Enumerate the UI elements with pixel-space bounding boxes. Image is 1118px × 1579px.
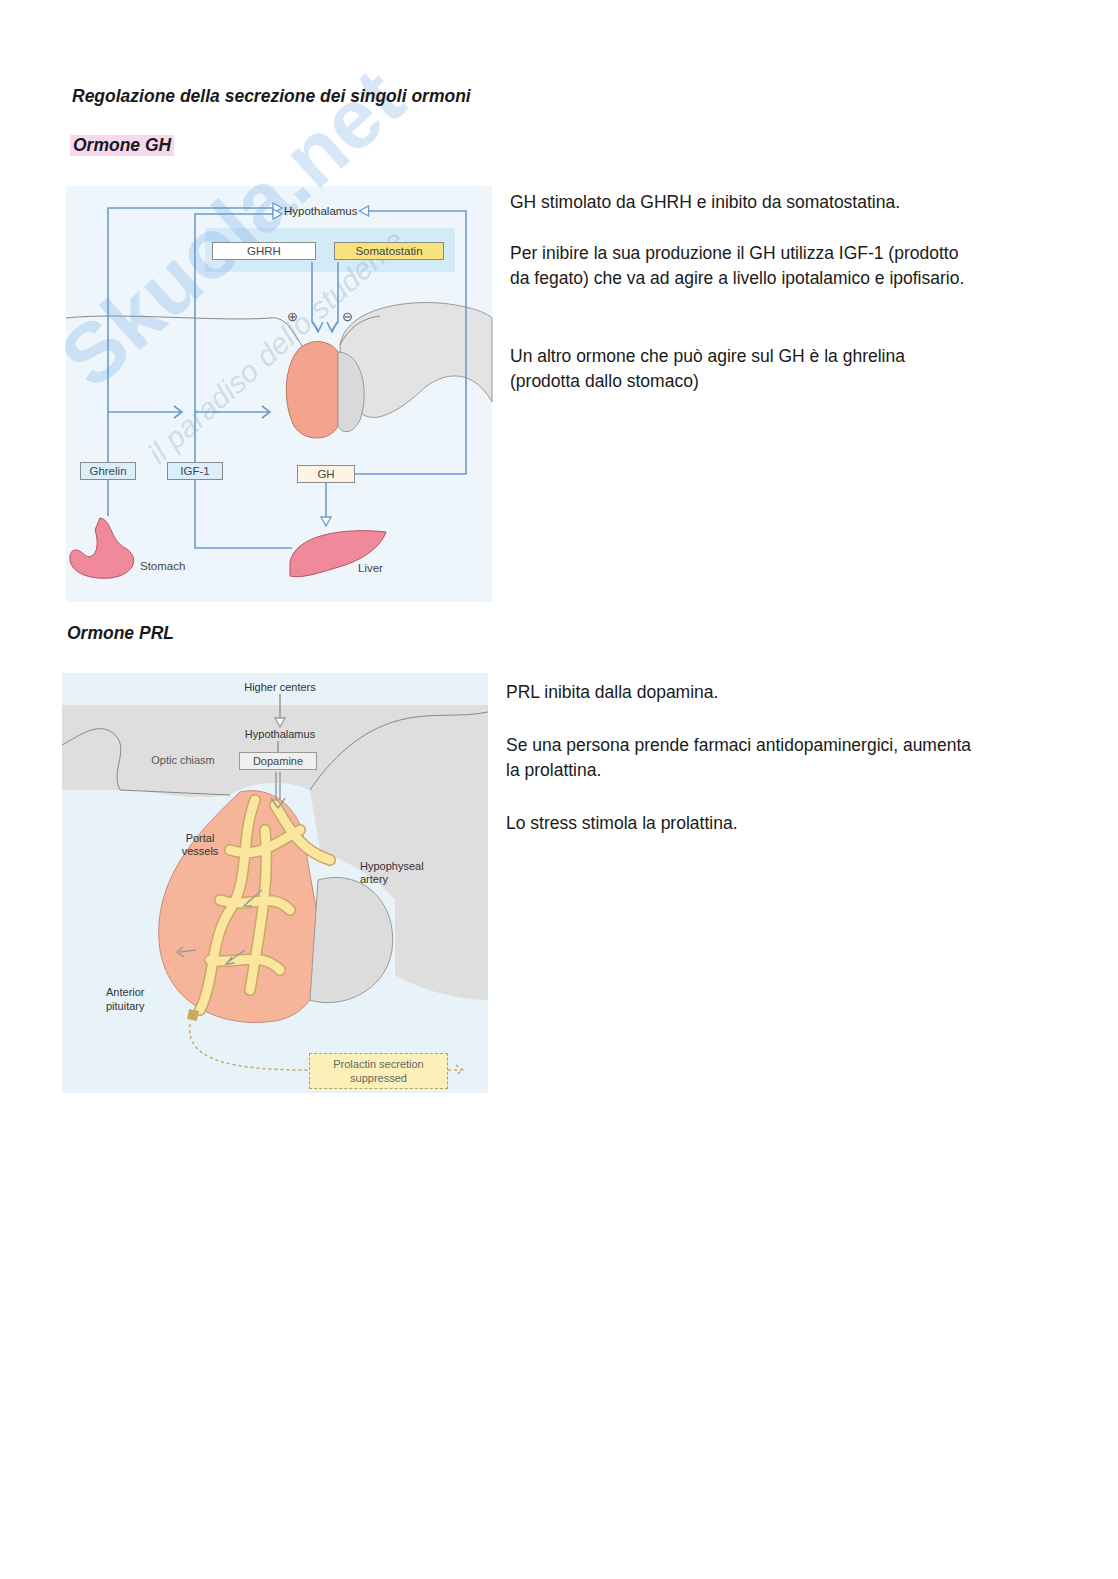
node-text: Liver <box>358 562 383 574</box>
section-heading: Ormone PRL <box>67 623 174 644</box>
connector <box>107 480 109 516</box>
node-text: GH <box>306 468 346 480</box>
hypothalamus-band <box>205 228 455 272</box>
panel-ground <box>62 673 488 1093</box>
hormone-box: IGF-1 <box>167 462 223 480</box>
sign-symbol: ⊕ <box>287 309 298 324</box>
note-text: GH stimolato da GHRH e inibito da somato… <box>510 190 990 215</box>
vessel-stalk <box>192 1010 194 1020</box>
panel-ground <box>66 186 492 602</box>
connector <box>325 483 327 526</box>
posterior-pituitary <box>310 877 393 1002</box>
region-label: Hypothalamus <box>282 203 360 219</box>
note-text: PRL inibita dalla dopamina. <box>506 680 976 705</box>
node-text: GHRH <box>221 245 307 257</box>
somatostatin-line <box>332 262 338 330</box>
organ: Stomach <box>66 516 206 582</box>
region-label: Higher centers <box>242 680 318 694</box>
part-label: Optic chiasm <box>150 754 216 767</box>
hormone-box: Ghrelin <box>80 462 135 480</box>
organ: Liver <box>286 526 396 582</box>
page-title: Regolazione della secrezione dei singoli… <box>72 86 471 107</box>
connector <box>277 741 279 752</box>
flow-arrows <box>177 890 262 964</box>
stomach-shape <box>70 518 134 578</box>
node-text: Somatostatin <box>343 245 435 257</box>
part-label: Hypophyseal artery <box>360 860 450 886</box>
node-text: IGF-1 <box>176 465 214 477</box>
node-text: Dopamine <box>248 755 308 767</box>
node-text: Stomach <box>140 560 185 572</box>
section-heading: Ormone GH <box>70 135 174 156</box>
posterior-pituitary <box>338 352 364 432</box>
connector <box>279 694 281 727</box>
dopamine-arrow <box>271 772 285 808</box>
result-box: Prolactin secretion suppressed <box>309 1053 448 1089</box>
note-text: Lo stress stimola la prolattina. <box>506 811 976 836</box>
liver-shape <box>290 531 386 577</box>
portal-vessels <box>200 800 330 1010</box>
igf1-branch <box>195 406 270 418</box>
node-text: Hypothalamus <box>245 728 315 740</box>
node-text: Higher centers <box>244 681 316 693</box>
note-text: Un altro ormone che può agire sul GH è l… <box>510 344 920 394</box>
note-text: Se una persona prende farmaci antidopami… <box>506 733 986 783</box>
brain-outline <box>310 712 488 790</box>
hormone-box: Dopamine <box>239 752 317 770</box>
sign-symbol: ⊖ <box>342 309 353 324</box>
node-text: Prolactin secretion suppressed <box>316 1057 441 1085</box>
note-text: Per inibire la sua produzione il GH util… <box>510 241 970 291</box>
watermark-text: il paradiso dello studente <box>141 223 410 470</box>
release-arrows <box>313 322 337 332</box>
hormone-box: GHRH <box>212 242 316 260</box>
part-label: Anterior pituitary <box>106 985 170 1013</box>
anterior-pituitary <box>286 342 338 438</box>
node-text: Hypothalamus <box>284 205 358 217</box>
ghrh-line <box>312 262 318 330</box>
hormone-box: Somatostatin <box>334 242 444 260</box>
hormone-box: GH <box>297 465 355 483</box>
node-text: Ghrelin <box>89 465 126 477</box>
region-label: Hypothalamus <box>243 727 317 741</box>
brain-base-line <box>66 316 302 346</box>
ghrelin-branch <box>108 406 182 418</box>
connector <box>195 480 292 548</box>
brain-outline <box>62 729 230 795</box>
part-label: Portal vessels <box>168 832 232 858</box>
